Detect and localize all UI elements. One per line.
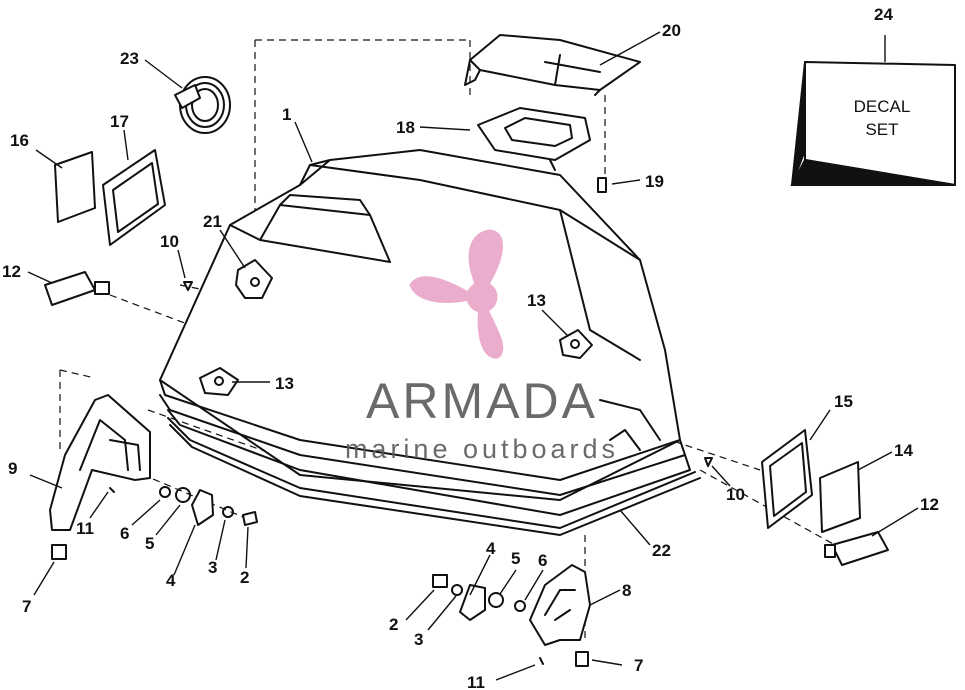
callout-19: 19 bbox=[645, 172, 664, 191]
callout-6a: 6 bbox=[120, 524, 129, 543]
plate-frame-17 bbox=[102, 149, 166, 246]
gasket bbox=[477, 107, 591, 171]
callout-22: 22 bbox=[652, 541, 671, 560]
leader-lines bbox=[27, 31, 919, 681]
callout-13a: 13 bbox=[275, 374, 294, 393]
decal-box-label: DECAL SET bbox=[854, 97, 911, 139]
callout-23: 23 bbox=[120, 49, 139, 68]
callout-20: 20 bbox=[662, 21, 681, 40]
grommet-13-left bbox=[199, 367, 239, 396]
callout-10a: 10 bbox=[160, 232, 179, 251]
plug-10-right bbox=[704, 457, 713, 467]
watermark: ARMADA marine outboards bbox=[345, 229, 619, 464]
callout-5b: 5 bbox=[511, 549, 520, 568]
decal-sheet-14 bbox=[819, 461, 861, 533]
cable-coil bbox=[174, 76, 231, 134]
callout-10b: 10 bbox=[726, 485, 745, 504]
callout-11b: 11 bbox=[467, 673, 485, 690]
watermark-title: ARMADA bbox=[366, 373, 598, 429]
rear-panel bbox=[464, 34, 641, 96]
screw-19 bbox=[597, 177, 607, 193]
callout-3b: 3 bbox=[414, 630, 423, 649]
callout-4b: 4 bbox=[486, 539, 496, 558]
callout-15: 15 bbox=[834, 392, 853, 411]
latch-pin-left bbox=[44, 271, 110, 306]
plate-frame-15 bbox=[761, 429, 813, 529]
callout-2a: 2 bbox=[240, 568, 249, 587]
callout-5a: 5 bbox=[145, 534, 154, 553]
callout-3a: 3 bbox=[208, 558, 217, 577]
callout-6b: 6 bbox=[538, 551, 547, 570]
callout-18: 18 bbox=[396, 118, 415, 137]
callout-11a: 11 bbox=[76, 519, 94, 538]
callout-9: 9 bbox=[8, 459, 17, 478]
callout-24: 24 bbox=[874, 5, 893, 24]
propeller-logo bbox=[409, 229, 504, 359]
watermark-subtitle: marine outboards bbox=[345, 434, 619, 464]
engine-cover bbox=[159, 149, 691, 516]
callout-21: 21 bbox=[203, 212, 222, 231]
callout-7a: 7 bbox=[22, 597, 31, 616]
decal-box-line1: DECAL bbox=[854, 97, 911, 116]
callout-16: 16 bbox=[10, 131, 29, 150]
callout-8: 8 bbox=[622, 581, 631, 600]
callout-12a: 12 bbox=[2, 262, 21, 281]
callout-13b: 13 bbox=[527, 291, 546, 310]
latch-pin-right bbox=[824, 531, 889, 566]
callout-2b: 2 bbox=[389, 615, 398, 634]
callout-1: 1 bbox=[282, 105, 291, 124]
bracket-left bbox=[49, 394, 258, 560]
callout-4a: 4 bbox=[166, 571, 176, 590]
callout-7b: 7 bbox=[634, 656, 643, 675]
decal-sheet-16 bbox=[54, 151, 96, 223]
decal-box-line2: SET bbox=[865, 120, 898, 139]
grommet-21 bbox=[235, 259, 273, 299]
plug-10-left bbox=[183, 281, 193, 291]
callout-12b: 12 bbox=[920, 495, 939, 514]
callout-14: 14 bbox=[894, 441, 913, 460]
lower-seal bbox=[167, 417, 701, 536]
grommet-13-right bbox=[559, 329, 593, 359]
callout-17: 17 bbox=[110, 112, 129, 131]
bracket-right bbox=[432, 564, 591, 667]
decal-set-box bbox=[790, 61, 956, 186]
callouts: 1 2 2 3 3 4 4 5 5 6 6 7 7 8 9 10 10 11 1… bbox=[2, 5, 939, 690]
